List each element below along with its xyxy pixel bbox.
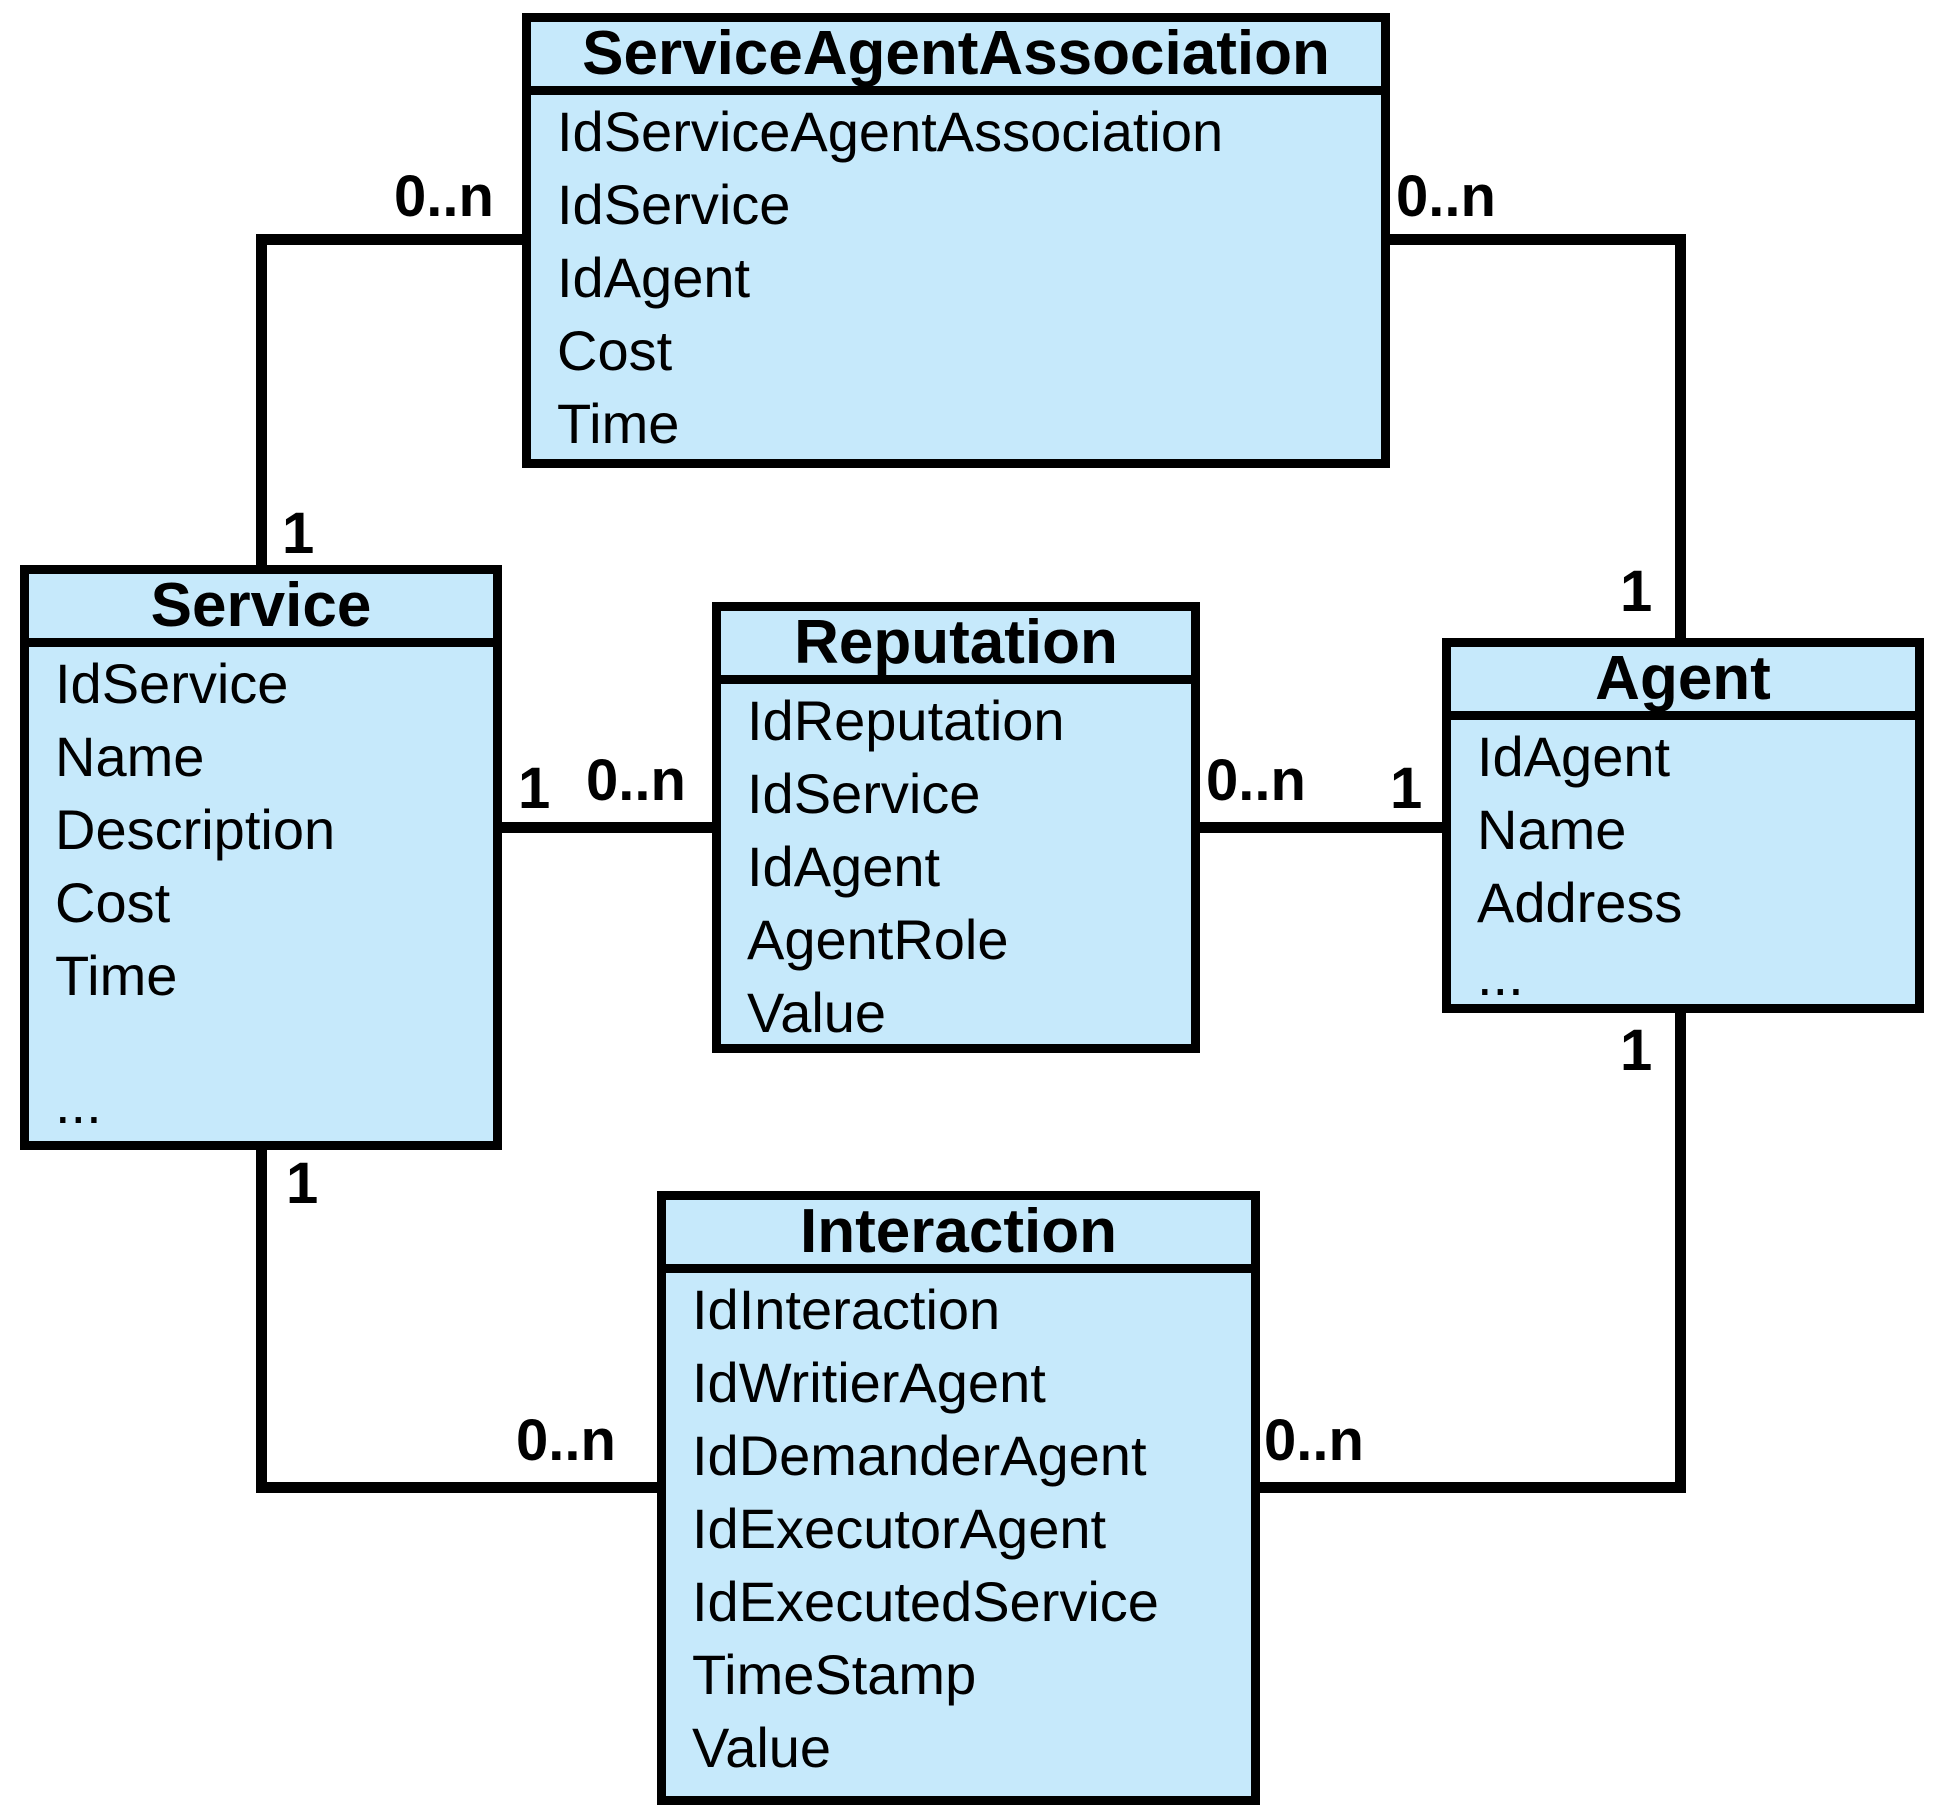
entity-agent: Agent IdAgent Name Address ... bbox=[1442, 638, 1924, 1013]
entity-title: Service bbox=[29, 574, 493, 647]
field: Value bbox=[747, 981, 887, 1044]
field: AgentRole bbox=[747, 908, 1009, 971]
field: TimeStamp bbox=[692, 1643, 977, 1706]
connector-agent-interaction-vertical bbox=[1675, 1008, 1686, 1493]
connector-reputation-agent bbox=[1196, 822, 1448, 833]
cardinality-agent-bottom: 1 bbox=[1620, 1018, 1653, 1083]
cardinality-service-bottom: 1 bbox=[286, 1151, 319, 1216]
field: Name bbox=[55, 725, 205, 788]
field: Time bbox=[557, 392, 680, 455]
cardinality-reputation-left: 0..n bbox=[586, 748, 686, 813]
entity-service-agent-association: ServiceAgentAssociation IdServiceAgentAs… bbox=[522, 13, 1390, 468]
entity-interaction: Interaction IdInteraction IdWritierAgent… bbox=[657, 1191, 1260, 1805]
field: IdDemanderAgent bbox=[692, 1424, 1147, 1487]
field: IdInteraction bbox=[692, 1278, 1001, 1341]
entity-title: Reputation bbox=[721, 611, 1191, 684]
entity-title: Interaction bbox=[666, 1200, 1251, 1273]
connector-service-reputation bbox=[498, 822, 718, 833]
connector-service-saa-horizontal bbox=[256, 234, 528, 245]
field: Name bbox=[1477, 798, 1627, 861]
cardinality-saa-right: 0..n bbox=[1396, 164, 1496, 229]
field: IdAgent bbox=[747, 835, 941, 898]
field: IdExecutorAgent bbox=[692, 1497, 1107, 1560]
connector-service-interaction-vertical bbox=[256, 1146, 267, 1493]
field-ellipsis: ... bbox=[1477, 944, 1524, 1007]
entity-fields: IdAgent Name Address ... bbox=[1451, 720, 1915, 1012]
cardinality-interaction-right: 0..n bbox=[1264, 1408, 1364, 1473]
field: IdService bbox=[747, 762, 981, 825]
entity-reputation: Reputation IdReputation IdService IdAgen… bbox=[712, 602, 1200, 1053]
entity-fields: IdInteraction IdWritierAgent IdDemanderA… bbox=[666, 1273, 1251, 1784]
entity-title: Agent bbox=[1451, 647, 1915, 720]
field: Value bbox=[692, 1716, 832, 1779]
entity-title: ServiceAgentAssociation bbox=[531, 22, 1381, 95]
field: Time bbox=[55, 944, 178, 1007]
field-ellipsis: ... bbox=[55, 1072, 102, 1135]
field: Description bbox=[55, 798, 336, 861]
cardinality-interaction-left: 0..n bbox=[516, 1408, 616, 1473]
cardinality-reputation-right: 0..n bbox=[1206, 748, 1306, 813]
field: IdService bbox=[557, 173, 791, 236]
field: IdWritierAgent bbox=[692, 1351, 1046, 1414]
entity-service: Service IdService Name Description Cost … bbox=[20, 565, 502, 1150]
connector-agent-saa-vertical bbox=[1675, 234, 1686, 646]
cardinality-agent-reputation: 1 bbox=[1390, 756, 1423, 821]
cardinality-service-reputation: 1 bbox=[518, 756, 551, 821]
cardinality-agent-top: 1 bbox=[1620, 559, 1653, 624]
field: IdExecutedService bbox=[692, 1570, 1159, 1633]
entity-fields: IdServiceAgentAssociation IdService IdAg… bbox=[531, 95, 1381, 460]
entity-fields: IdReputation IdService IdAgent AgentRole… bbox=[721, 684, 1191, 1049]
connector-service-interaction-horizontal bbox=[256, 1482, 663, 1493]
field: IdServiceAgentAssociation bbox=[557, 100, 1224, 163]
entity-fields: IdService Name Description Cost Time ... bbox=[29, 647, 493, 1140]
field: IdAgent bbox=[557, 246, 751, 309]
field: Cost bbox=[55, 871, 171, 934]
connector-agent-saa-horizontal bbox=[1384, 234, 1686, 245]
field: IdService bbox=[55, 652, 289, 715]
field: IdReputation bbox=[747, 689, 1065, 752]
field: Address bbox=[1477, 871, 1683, 934]
cardinality-saa-left: 0..n bbox=[394, 164, 494, 229]
field: IdAgent bbox=[1477, 725, 1671, 788]
field: Cost bbox=[557, 319, 673, 382]
connector-service-saa-vertical bbox=[256, 234, 267, 574]
connector-agent-interaction-horizontal bbox=[1249, 1482, 1686, 1493]
cardinality-service-top: 1 bbox=[282, 501, 315, 566]
